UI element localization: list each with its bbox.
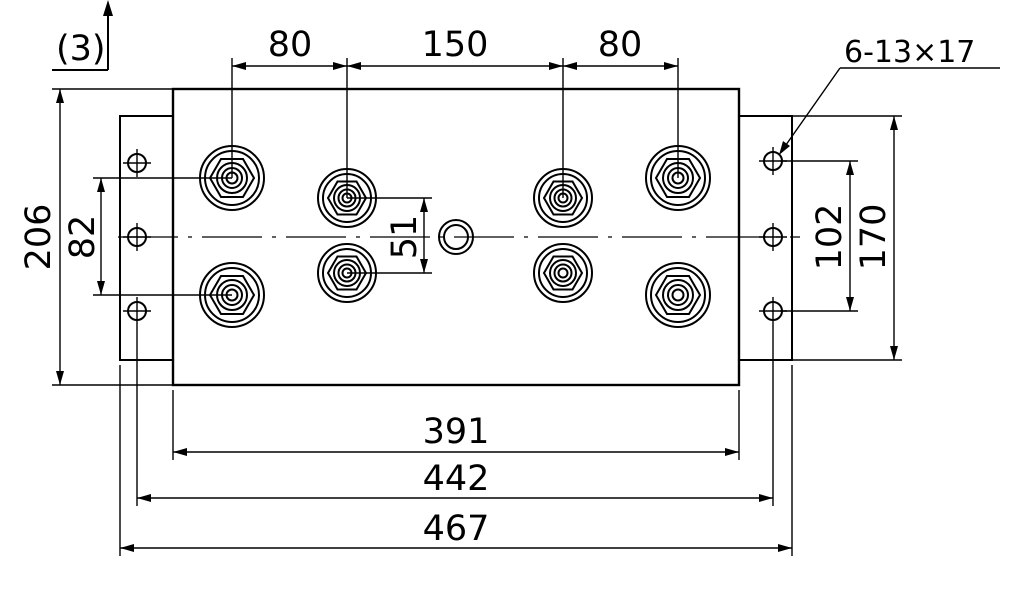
hole-callout xyxy=(779,67,1000,155)
dim-overall-width: 467 xyxy=(423,509,490,549)
dim-hole-span: 442 xyxy=(423,459,490,499)
right-dimensions xyxy=(780,115,902,361)
view-label-group: (3) xyxy=(52,0,113,71)
mount-hole-left-middle xyxy=(122,222,152,252)
top-dimensions xyxy=(231,58,679,198)
left-dimensions xyxy=(52,88,232,386)
dim-top-center-spacing: 150 xyxy=(422,25,489,65)
mount-hole-left-top xyxy=(122,148,152,178)
hole-note: 6-13×17 xyxy=(844,35,975,70)
dim-body-width: 391 xyxy=(423,412,490,452)
bottom-dimensions xyxy=(119,325,793,556)
dim-top-left-spacing: 80 xyxy=(268,25,313,65)
mount-hole-right-middle xyxy=(758,222,788,252)
dim-right-hole-pitch: 102 xyxy=(810,204,850,271)
dim-left-hole-pitch: 82 xyxy=(63,215,103,260)
earth-stud xyxy=(438,219,474,255)
terminal-pitch-dimension xyxy=(347,197,432,274)
view-label: (3) xyxy=(56,29,106,69)
dim-top-right-spacing: 80 xyxy=(598,25,643,65)
dim-terminal-pitch: 51 xyxy=(385,215,425,260)
dim-right-hole-span: 170 xyxy=(854,204,894,271)
right-flange xyxy=(738,115,793,361)
mount-hole-left-bottom xyxy=(122,296,152,326)
dim-overall-height: 206 xyxy=(19,204,59,271)
